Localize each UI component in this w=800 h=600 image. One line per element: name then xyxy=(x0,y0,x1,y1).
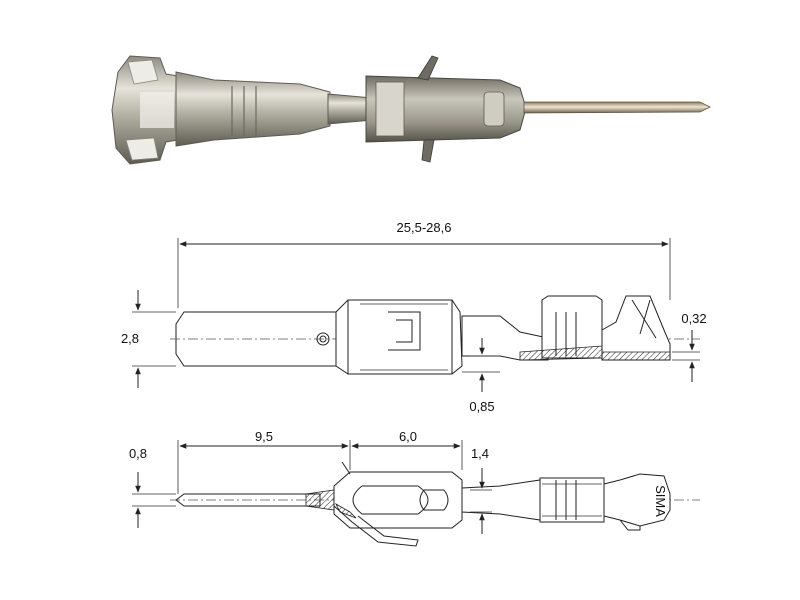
dim-box-length: 6,0 xyxy=(399,429,417,444)
dim-thickness: 0,32 xyxy=(681,311,706,326)
drawing-side-view: 25,5-28,6 2,8 xyxy=(121,220,707,414)
dim-material: 0,85 xyxy=(469,399,494,414)
dim-pin-diameter: 0,8 xyxy=(129,446,147,461)
dim-pin-length: 9,5 xyxy=(255,429,273,444)
locking-lance-bottom xyxy=(421,139,435,163)
dim-overall-length: 25,5-28,6 xyxy=(397,220,452,235)
dim-width: 2,8 xyxy=(121,331,139,346)
drawing-top-view: 9,5 6,0 SIMA 0,8 xyxy=(129,429,700,547)
wire-crimp-barrel xyxy=(175,71,331,147)
transition-neck xyxy=(327,93,373,125)
terminal-photo xyxy=(111,55,711,165)
locking-lance-top xyxy=(417,55,439,81)
dim-box-height: 1,4 xyxy=(471,446,489,461)
stamp-text: SIMA xyxy=(653,485,668,517)
contact-pin xyxy=(523,101,711,114)
